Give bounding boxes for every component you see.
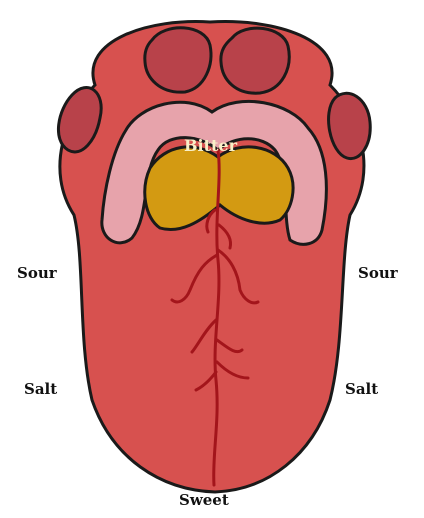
- label-sweet: Sweet: [179, 493, 229, 508]
- label-salt-left: Salt: [24, 382, 57, 397]
- papilla-top-left: [145, 28, 211, 92]
- papilla-top-right: [221, 28, 289, 93]
- label-sour-right: Sour: [358, 266, 398, 281]
- papilla-right: [329, 93, 371, 158]
- label-salt-right: Salt: [345, 382, 378, 397]
- label-bitter: Bitter: [184, 138, 237, 154]
- label-sour-left: Sour: [17, 266, 57, 281]
